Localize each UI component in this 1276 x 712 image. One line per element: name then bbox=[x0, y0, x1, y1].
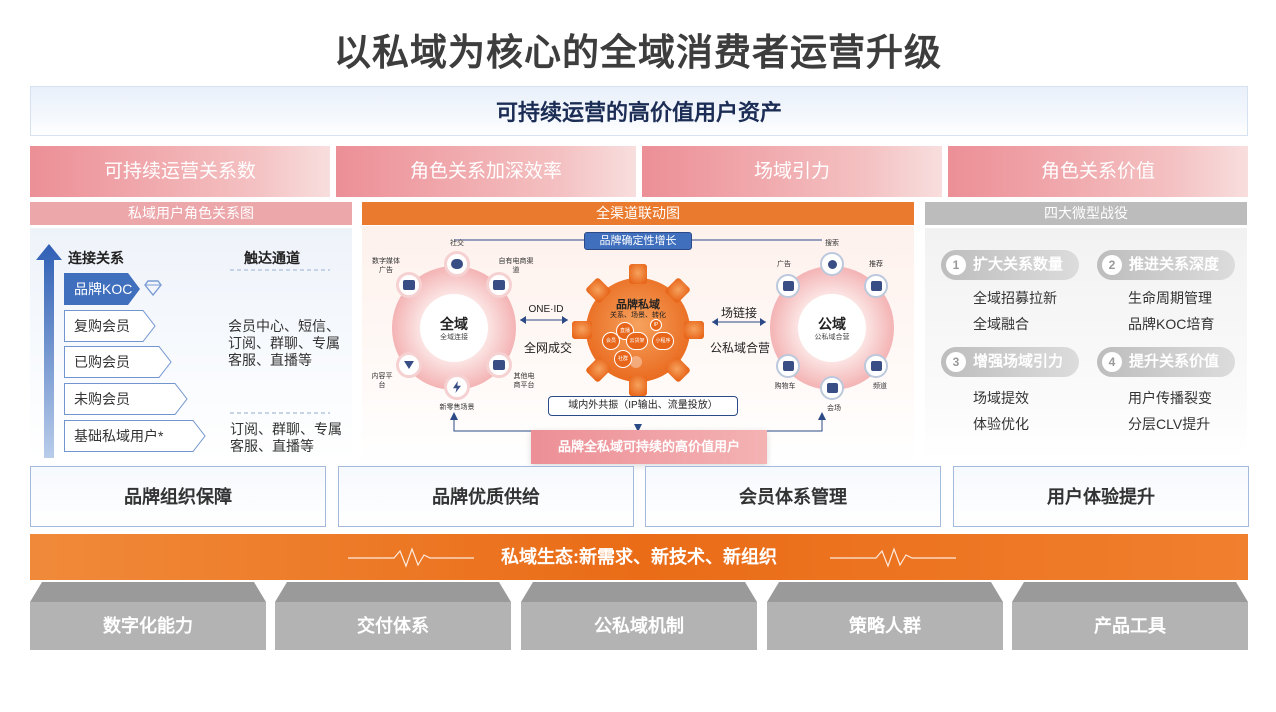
label-digital-media-ad: 数字媒体广告 bbox=[372, 258, 400, 274]
foundation-mechanism: 公私域机制 bbox=[521, 582, 757, 650]
field-link-label: 场链接 bbox=[720, 306, 757, 320]
channels-base: 订阅、群聊、专属客服、直播等 bbox=[230, 421, 342, 454]
role-koc-label: 品牌KOC bbox=[74, 281, 133, 297]
pillar-organization: 品牌组织保障 bbox=[30, 466, 326, 527]
campaign-3-item-2: 体验优化 bbox=[973, 416, 1029, 432]
pulse-wave-left-icon bbox=[348, 547, 474, 568]
cart-icon bbox=[776, 354, 800, 378]
omnidomain-sub: 全域连接 bbox=[440, 334, 468, 341]
metric-relationship-count: 可持续运营关系数 bbox=[30, 146, 330, 197]
label-cart: 购物车 bbox=[774, 383, 796, 390]
pulse-wave-right-icon bbox=[830, 547, 956, 568]
label-advertising: 广告 bbox=[777, 261, 791, 268]
pillar-supply: 品牌优质供给 bbox=[338, 466, 634, 527]
campaign-1-item-1: 全域招募拉新 bbox=[973, 290, 1057, 306]
campaign-3-item-1: 场域提效 bbox=[973, 390, 1029, 406]
mid-panel-header: 全渠道联动图 bbox=[362, 202, 914, 225]
bubble-cloud-shelf: 云货架 bbox=[626, 332, 648, 350]
campaign-2-item-2: 品牌KOC培育 bbox=[1128, 316, 1215, 332]
digital-media-ad-icon bbox=[396, 272, 422, 298]
foundation-audience: 策略人群 bbox=[767, 582, 1003, 650]
new-retail-icon bbox=[444, 374, 470, 400]
label-new-retail: 新零售场景 bbox=[439, 404, 475, 411]
channel-icon bbox=[864, 354, 888, 378]
foundation-digital: 数字化能力 bbox=[30, 582, 266, 650]
label-search: 搜索 bbox=[825, 240, 839, 247]
channels-member: 会员中心、短信、订阅、群聊、专属客服、直播等 bbox=[228, 318, 340, 368]
recommend-icon bbox=[864, 274, 888, 298]
bubble-mini-program: 小程序 bbox=[652, 332, 674, 350]
private-domain-sub: 关系、场景、转化 bbox=[610, 312, 666, 319]
advertising-icon bbox=[776, 274, 800, 298]
ecosystem-label: 私域生态:新需求、新技术、新组织 bbox=[501, 547, 777, 567]
relation-label: 连接关系 bbox=[68, 250, 124, 266]
network-transaction-label: 全网成交 bbox=[523, 341, 572, 355]
value-banner: 可持续运营的高价值用户资产 bbox=[30, 86, 1248, 136]
bubble-member: 会员 bbox=[602, 332, 620, 350]
public-private-label: 公私域合营 bbox=[709, 341, 770, 355]
ecosystem-bar: 私域生态:新需求、新技术、新组织 bbox=[30, 534, 1248, 580]
private-domain-title: 品牌私域 bbox=[616, 299, 660, 311]
role-purchased-member: 已购会员 bbox=[64, 346, 172, 378]
own-ecommerce-icon bbox=[486, 272, 512, 298]
role-base-private-user: 基础私域用户* bbox=[64, 420, 206, 452]
resonance-box: 域内外共振（IP输出、流量投放） bbox=[548, 396, 738, 416]
diagram-graphics bbox=[392, 239, 894, 432]
label-content-platform: 内容平台 bbox=[371, 373, 393, 389]
one-id-label: ONE·ID bbox=[528, 304, 564, 315]
channel-divider bbox=[230, 269, 330, 271]
campaign-4-item-2: 分层CLV提升 bbox=[1128, 416, 1211, 432]
venue-icon bbox=[820, 376, 844, 400]
growth-box: 品牌确定性增长 bbox=[584, 232, 692, 250]
channel-divider-2 bbox=[230, 412, 330, 414]
bubble-community: 社群 bbox=[614, 350, 632, 368]
left-panel-header: 私域用户角色关系图 bbox=[30, 202, 352, 225]
role-non-purchased-member-label: 未购会员 bbox=[74, 391, 130, 407]
content-platform-icon bbox=[396, 352, 422, 378]
high-value-user-box: 品牌全私域可持续的高价值用户 bbox=[531, 430, 767, 464]
label-recommend: 推荐 bbox=[869, 261, 883, 268]
metric-relationship-value: 角色关系价值 bbox=[948, 146, 1248, 197]
pillar-membership: 会员体系管理 bbox=[645, 466, 941, 527]
label-social: 社交 bbox=[450, 240, 464, 247]
role-non-purchased-member: 未购会员 bbox=[64, 383, 188, 415]
social-icon bbox=[444, 251, 470, 277]
label-other-ecommerce: 其他电商平台 bbox=[513, 373, 535, 389]
role-base-private-user-label: 基础私域用户* bbox=[74, 428, 164, 444]
public-domain-sub: 公私域合营 bbox=[814, 334, 850, 341]
label-channel: 频道 bbox=[873, 383, 887, 390]
page-title: 以私域为核心的全域消费者运营升级 bbox=[334, 32, 942, 73]
bubble-ip: IP bbox=[650, 319, 662, 331]
role-repeat-member-label: 复购会员 bbox=[74, 318, 130, 334]
pillar-experience: 用户体验提升 bbox=[953, 466, 1249, 527]
omnidomain-title: 全域 bbox=[440, 316, 468, 332]
label-own-ecommerce: 自有电商渠道 bbox=[498, 258, 534, 274]
right-panel-header: 四大微型战役 bbox=[925, 202, 1247, 225]
omnichannel-diagram: 品牌确定性增长 全域 全域连接 公域 公私域合营 社交 自有电商渠道 数字媒体广… bbox=[362, 226, 914, 466]
search-icon bbox=[820, 252, 844, 276]
diamond-icon bbox=[144, 280, 162, 296]
other-ecommerce-icon bbox=[486, 352, 512, 378]
role-koc: 品牌KOC bbox=[64, 273, 140, 305]
metric-field-gravity: 场域引力 bbox=[642, 146, 942, 197]
relation-arrow-icon bbox=[36, 244, 62, 458]
role-relationship-panel: 连接关系 触达通道 品牌KOC 复购会员 已购会员 未购会员 基础私域用户* 会… bbox=[30, 228, 352, 460]
channel-label: 触达通道 bbox=[244, 250, 300, 266]
metric-deepening-efficiency: 角色关系加深效率 bbox=[336, 146, 636, 197]
label-venue: 会场 bbox=[827, 405, 841, 412]
campaign-4-item-1: 用户传播裂变 bbox=[1128, 390, 1212, 406]
campaign-2-item-1: 生命周期管理 bbox=[1128, 290, 1212, 306]
foundation-tools: 产品工具 bbox=[1012, 582, 1248, 650]
role-repeat-member: 复购会员 bbox=[64, 310, 156, 342]
campaign-1-item-2: 全域融合 bbox=[973, 316, 1029, 332]
role-purchased-member-label: 已购会员 bbox=[74, 354, 130, 370]
public-domain-title: 公域 bbox=[818, 316, 846, 332]
foundation-delivery: 交付体系 bbox=[275, 582, 511, 650]
